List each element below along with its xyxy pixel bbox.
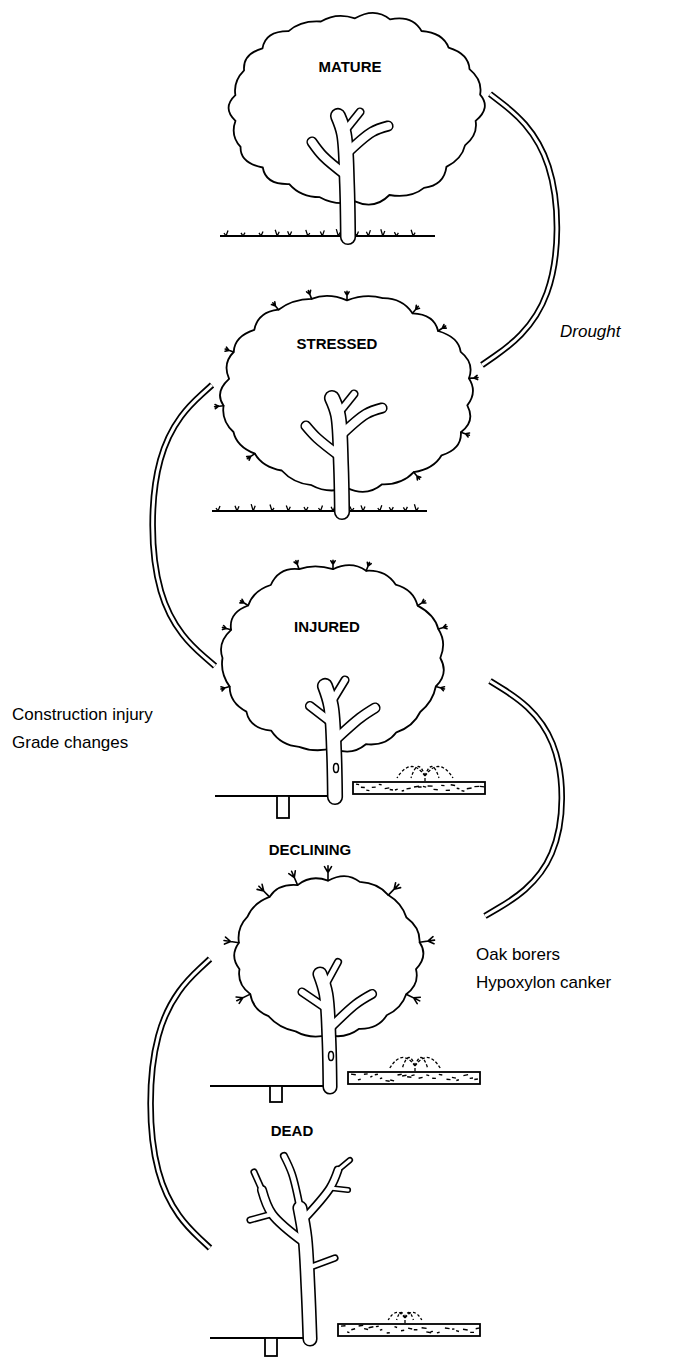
connector-inner xyxy=(153,385,215,666)
grass-tufts xyxy=(224,229,415,236)
stage-connector xyxy=(153,385,215,666)
connector-inner xyxy=(151,959,210,1248)
turf-strip xyxy=(348,1072,480,1084)
connector-inner xyxy=(482,94,557,365)
sprinkler-spray xyxy=(397,766,453,781)
branch-fill xyxy=(334,708,375,741)
factor-label: Drought xyxy=(560,322,620,342)
branch-fill xyxy=(338,394,354,414)
branch-outline xyxy=(300,1208,310,1339)
branch-fill xyxy=(340,408,382,436)
branch-fill xyxy=(329,994,372,1029)
factor-label: Hypoxylon canker xyxy=(476,973,611,993)
tree-stage-node: INJURED xyxy=(215,556,490,826)
tree-illustration xyxy=(215,556,490,826)
branch-outline xyxy=(250,1214,272,1220)
branch-fill xyxy=(306,426,341,457)
curb xyxy=(277,796,289,818)
branch-outline xyxy=(334,708,375,741)
connector-outer xyxy=(153,385,215,666)
branch-fill xyxy=(310,706,332,723)
tree-drawing xyxy=(210,1156,480,1356)
branch-outline xyxy=(330,1188,348,1190)
stage-connector xyxy=(482,94,557,365)
dead-twigs xyxy=(224,866,435,1004)
stage-title: STRESSED xyxy=(297,335,378,352)
stage-title: MATURE xyxy=(318,58,381,75)
branch-fill xyxy=(344,112,360,132)
branch-outline xyxy=(338,1160,350,1170)
tree-drawing xyxy=(212,290,478,512)
branch-fill xyxy=(331,680,345,703)
branch-fill xyxy=(346,126,388,154)
branch-outline xyxy=(340,408,382,436)
grass-tufts xyxy=(216,504,418,511)
branch-outline xyxy=(346,126,388,154)
curb xyxy=(270,1086,282,1102)
branch-fill xyxy=(250,1214,272,1220)
branch-outline xyxy=(329,994,372,1029)
branch-fill xyxy=(303,1170,338,1220)
tree-illustration xyxy=(212,280,482,520)
dead-twigs xyxy=(221,560,447,691)
stage-title: DECLINING xyxy=(269,841,352,858)
tree-stage-node: DEAD xyxy=(210,1108,485,1364)
stage-title: DEAD xyxy=(271,1122,314,1139)
turf-strip xyxy=(353,782,485,794)
branch-fill xyxy=(254,1172,262,1190)
sprinkler-spray xyxy=(388,1312,422,1323)
turf-strip xyxy=(338,1324,480,1336)
branch-fill xyxy=(308,1258,335,1268)
tree-drawing xyxy=(220,13,485,237)
tree-stage-node: DECLINING xyxy=(210,834,485,1106)
tree-stage-node: STRESSED xyxy=(212,280,482,520)
trunk-wound xyxy=(334,764,339,773)
curb xyxy=(265,1338,277,1356)
branch-fill xyxy=(338,1160,350,1170)
connector-outer xyxy=(151,959,210,1248)
ground-line xyxy=(220,235,435,237)
connector-inner xyxy=(485,681,562,916)
branch-outline xyxy=(284,1156,300,1208)
branch-fill xyxy=(330,1188,348,1190)
tree-drawing xyxy=(215,560,485,818)
factor-label: Construction injury xyxy=(12,705,153,725)
turf-texture xyxy=(341,1325,480,1333)
branch-fill xyxy=(284,1156,300,1208)
tree-crown xyxy=(229,13,485,205)
branch-outline xyxy=(254,1172,262,1190)
branch-outline xyxy=(303,1170,338,1220)
turf-texture xyxy=(351,1074,478,1081)
tree-illustration xyxy=(210,834,485,1106)
factor-label: Grade changes xyxy=(12,733,128,753)
connector-outer xyxy=(485,681,562,916)
tree-drawing xyxy=(210,866,480,1102)
tree-stage-node: MATURE xyxy=(220,4,490,244)
sprinkler-spray xyxy=(390,1057,440,1071)
branch-fill xyxy=(326,962,338,984)
branch-fill xyxy=(302,992,327,1009)
connector-outer xyxy=(482,94,557,365)
trunk-wound xyxy=(329,1052,334,1061)
turf-texture xyxy=(356,784,484,791)
ground-line xyxy=(210,1337,315,1339)
tree-illustration xyxy=(220,4,490,244)
stage-connector xyxy=(151,959,210,1248)
branch-outline xyxy=(326,962,338,984)
stage-connector xyxy=(485,681,562,916)
branch-fill xyxy=(300,1208,310,1339)
tree-crown xyxy=(221,565,444,751)
tree-illustration xyxy=(210,1108,485,1364)
factor-label: Oak borers xyxy=(476,945,560,965)
stage-title: INJURED xyxy=(294,618,360,635)
branch-fill xyxy=(312,142,347,176)
